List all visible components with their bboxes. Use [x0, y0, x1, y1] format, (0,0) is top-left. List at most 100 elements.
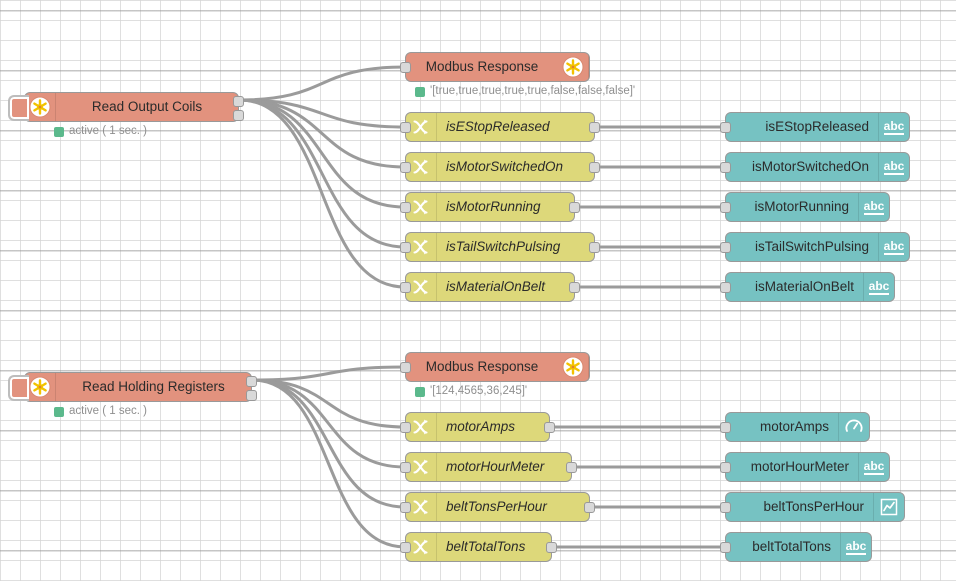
node-label: motorAmps — [759, 419, 829, 435]
wire — [238, 98, 406, 169]
output-port[interactable] — [246, 376, 257, 387]
wire — [251, 378, 406, 509]
change-node[interactable]: isMaterialOnBelt — [400, 272, 580, 302]
node-label: Read Output Coils — [91, 99, 203, 115]
change-node[interactable]: isMotorSwitchedOn — [400, 152, 600, 182]
wire — [238, 98, 406, 249]
output-port[interactable] — [569, 202, 580, 213]
change-icon — [406, 413, 437, 441]
input-port[interactable] — [400, 282, 411, 293]
abc-icon: abc — [840, 533, 871, 561]
input-port[interactable] — [400, 162, 411, 173]
status-text: active ( 1 sec. ) — [69, 125, 147, 137]
node-label: beltTotalTons — [446, 539, 526, 555]
sink-node[interactable]: isMotorRunning abc — [720, 192, 890, 222]
node-status: '[124,4565,36,245]' — [415, 385, 528, 398]
output-port[interactable] — [233, 110, 244, 121]
change-icon — [406, 193, 437, 221]
output-port[interactable] — [246, 390, 257, 401]
trigger-node[interactable]: Read Output Coils — [8, 92, 244, 122]
node-label: isMaterialOnBelt — [754, 279, 854, 295]
node-label: isMotorSwitchedOn — [751, 159, 869, 175]
output-port[interactable] — [233, 96, 244, 107]
output-port[interactable] — [566, 462, 577, 473]
abc-icon: abc — [858, 193, 889, 221]
change-icon — [406, 493, 437, 521]
change-node[interactable]: beltTotalTons — [400, 532, 557, 562]
input-port[interactable] — [720, 502, 731, 513]
input-port[interactable] — [720, 542, 731, 553]
output-port[interactable] — [589, 122, 600, 133]
node-label: isEStopReleased — [765, 119, 869, 135]
output-port[interactable] — [544, 422, 555, 433]
node-label: Modbus Response — [425, 359, 539, 375]
abc-icon: abc — [858, 453, 889, 481]
input-port[interactable] — [400, 462, 411, 473]
input-port[interactable] — [720, 422, 731, 433]
input-port[interactable] — [400, 362, 411, 373]
input-port[interactable] — [400, 122, 411, 133]
inject-button[interactable] — [8, 95, 29, 121]
response-node[interactable]: Modbus Response — [400, 52, 590, 82]
wire — [251, 378, 406, 469]
wire — [238, 98, 406, 129]
status-text: '[124,4565,36,245]' — [430, 385, 528, 397]
input-port[interactable] — [400, 242, 411, 253]
input-port[interactable] — [720, 282, 731, 293]
change-icon — [406, 453, 437, 481]
node-label: isMotorRunning — [754, 199, 849, 215]
change-node[interactable]: isEStopReleased — [400, 112, 600, 142]
input-port[interactable] — [400, 502, 411, 513]
change-node[interactable]: beltTonsPerHour — [400, 492, 595, 522]
sink-node[interactable]: isMaterialOnBelt abc — [720, 272, 895, 302]
output-port[interactable] — [569, 282, 580, 293]
wire — [251, 365, 406, 382]
modbus-icon — [558, 53, 589, 81]
change-node[interactable]: isMotorRunning — [400, 192, 580, 222]
output-port[interactable] — [546, 542, 557, 553]
node-label: isEStopReleased — [446, 119, 550, 135]
status-text: active ( 1 sec. ) — [69, 405, 147, 417]
abc-icon: abc — [878, 233, 909, 261]
inject-button[interactable] — [8, 375, 29, 401]
change-icon — [406, 273, 437, 301]
sink-node[interactable]: isEStopReleased abc — [720, 112, 910, 142]
gauge-icon — [838, 413, 869, 441]
node-label: isTailSwitchPulsing — [446, 239, 561, 255]
status-dot — [415, 386, 425, 397]
change-icon — [406, 153, 437, 181]
input-port[interactable] — [400, 62, 411, 73]
input-port[interactable] — [720, 462, 731, 473]
abc-icon: abc — [863, 273, 894, 301]
input-port[interactable] — [400, 202, 411, 213]
change-icon — [406, 533, 437, 561]
sink-node[interactable]: motorAmps — [720, 412, 870, 442]
node-status: active ( 1 sec. ) — [54, 405, 147, 418]
output-port[interactable] — [589, 242, 600, 253]
input-port[interactable] — [720, 242, 731, 253]
node-label: isMotorSwitchedOn — [446, 159, 564, 175]
status-dot — [54, 406, 64, 417]
response-node[interactable]: Modbus Response — [400, 352, 590, 382]
status-dot — [54, 126, 64, 137]
trigger-node[interactable]: Read Holding Registers — [8, 372, 257, 402]
output-port[interactable] — [584, 502, 595, 513]
wire — [238, 65, 406, 102]
input-port[interactable] — [720, 202, 731, 213]
change-icon — [406, 113, 437, 141]
sink-node[interactable]: isTailSwitchPulsing abc — [720, 232, 910, 262]
input-port[interactable] — [400, 422, 411, 433]
change-node[interactable]: isTailSwitchPulsing — [400, 232, 600, 262]
input-port[interactable] — [720, 122, 731, 133]
sink-node[interactable]: beltTonsPerHour — [720, 492, 905, 522]
sink-node[interactable]: motorHourMeter abc — [720, 452, 890, 482]
sink-node[interactable]: isMotorSwitchedOn abc — [720, 152, 910, 182]
input-port[interactable] — [720, 162, 731, 173]
change-node[interactable]: motorHourMeter — [400, 452, 577, 482]
output-port[interactable] — [589, 162, 600, 173]
input-port[interactable] — [400, 542, 411, 553]
change-icon — [406, 233, 437, 261]
change-node[interactable]: motorAmps — [400, 412, 555, 442]
sink-node[interactable]: beltTotalTons abc — [720, 532, 872, 562]
